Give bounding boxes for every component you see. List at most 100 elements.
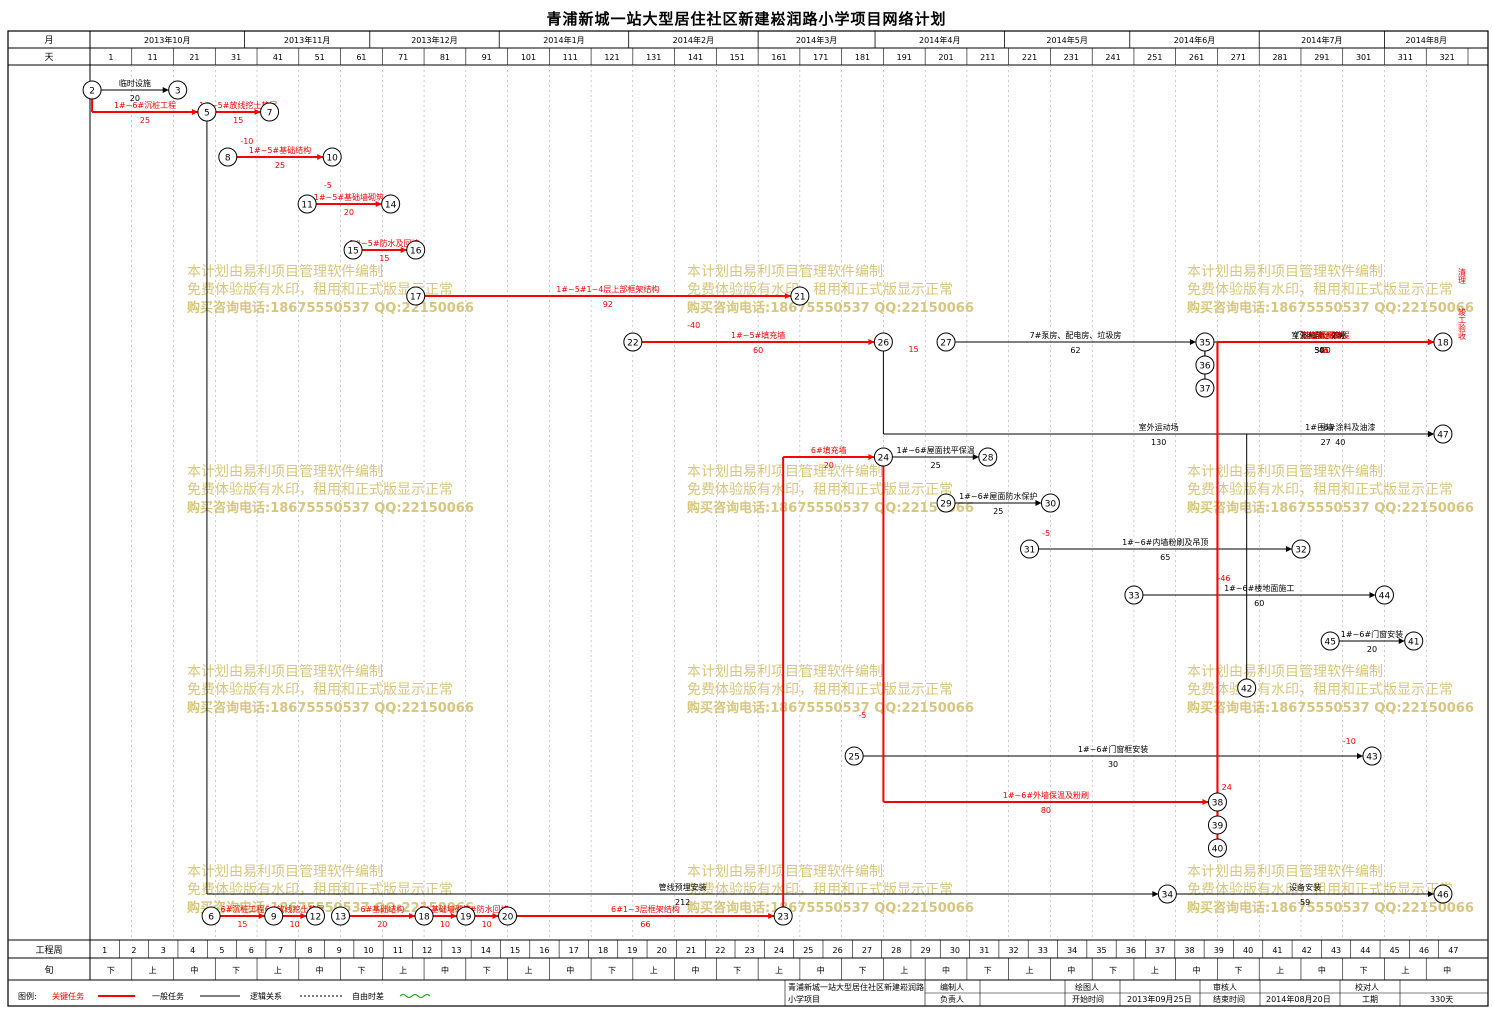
week-number: 5 bbox=[219, 946, 224, 955]
arrow-head bbox=[768, 913, 775, 919]
node-circle bbox=[1207, 815, 1227, 835]
node-circle bbox=[1207, 838, 1227, 858]
node-number: 18 bbox=[1437, 339, 1449, 349]
task-name: 1#~5#1~4层上部框架结构 bbox=[556, 284, 659, 294]
xun-cell: 中 bbox=[1443, 965, 1451, 975]
month-header: 2014年7月 bbox=[1301, 35, 1342, 45]
watermark-line1: 本计划由易利项目管理软件编制 bbox=[187, 664, 383, 680]
node-number: 47 bbox=[1437, 431, 1448, 441]
node-number: 10 bbox=[326, 154, 338, 164]
week-number: 6 bbox=[249, 946, 254, 955]
watermark-line3: 购买咨询电话:18675550537 QQ:22150066 bbox=[1187, 900, 1474, 916]
node-number: 36 bbox=[1199, 362, 1211, 372]
arrow-head bbox=[258, 913, 265, 919]
end-label: 清理 bbox=[1458, 267, 1467, 284]
day-header: 321 bbox=[1439, 53, 1454, 62]
node-number: 14 bbox=[385, 201, 397, 211]
day-header: 261 bbox=[1189, 53, 1204, 62]
xun-cell: 上 bbox=[1276, 966, 1284, 975]
float-label: -5 bbox=[1042, 529, 1050, 538]
node-circle bbox=[978, 447, 998, 467]
month-label: 月 bbox=[44, 35, 53, 46]
week-number: 43 bbox=[1331, 946, 1341, 955]
watermark-line1: 本计划由易利项目管理软件编制 bbox=[1187, 264, 1383, 280]
day-header: 251 bbox=[1147, 53, 1162, 62]
node-circle bbox=[1195, 355, 1215, 375]
task-name: 6#填充墙 bbox=[811, 445, 847, 455]
task-name: 1#~5#放线挖土垫层 bbox=[199, 100, 277, 110]
task-name: 其它附属工程 bbox=[1302, 330, 1350, 340]
watermark-line1: 本计划由易利项目管理软件编制 bbox=[687, 264, 883, 280]
watermark-line3: 购买咨询电话:18675550537 QQ:22150066 bbox=[687, 500, 974, 516]
week-number: 13 bbox=[451, 946, 461, 955]
task-duration: 92 bbox=[603, 300, 613, 309]
xun-cell: 中 bbox=[566, 965, 574, 975]
node-circle bbox=[201, 906, 221, 926]
task-duration: 130 bbox=[1151, 438, 1166, 447]
node-circle bbox=[381, 194, 401, 214]
info-leader: 负责人 bbox=[940, 994, 964, 1004]
watermark-line3: 购买咨询电话:18675550537 QQ:22150066 bbox=[1187, 500, 1474, 516]
day-header: 111 bbox=[563, 53, 578, 62]
task-name: 6#基础结构 bbox=[360, 904, 404, 914]
node-circle bbox=[305, 906, 325, 926]
task-duration: 60 bbox=[753, 346, 763, 355]
node-number: 17 bbox=[410, 293, 421, 303]
week-number: 28 bbox=[891, 946, 901, 955]
month-header: 2013年10月 bbox=[144, 35, 191, 45]
xun-cell: 上 bbox=[274, 966, 282, 975]
xun-cell: 上 bbox=[650, 966, 658, 975]
day-header: 51 bbox=[315, 53, 325, 62]
node-number: 16 bbox=[410, 247, 422, 257]
task-duration: 30 bbox=[1108, 760, 1118, 769]
task-duration: 80 bbox=[1041, 806, 1051, 815]
month-header: 2014年2月 bbox=[673, 35, 714, 45]
task-name: 1#~5#填充墙 bbox=[731, 330, 785, 340]
xun-cell: 中 bbox=[1067, 965, 1075, 975]
node-number: 9 bbox=[271, 913, 277, 923]
task-name: 围墙 bbox=[1318, 422, 1334, 432]
info-reviewer: 审核人 bbox=[1213, 982, 1237, 992]
arrow-head bbox=[492, 913, 499, 919]
watermark-line2: 免费体验版有水印，租用和正式版显示正常 bbox=[187, 882, 453, 898]
outer-frame bbox=[7, 30, 1489, 1007]
arrow-head bbox=[409, 913, 416, 919]
xun-cell: 下 bbox=[1109, 966, 1117, 975]
xun-cell: 下 bbox=[984, 966, 992, 975]
week-number: 22 bbox=[715, 946, 725, 955]
week-number: 44 bbox=[1360, 946, 1370, 955]
node-number: 18 bbox=[418, 913, 430, 923]
xun-label: 旬 bbox=[44, 964, 53, 976]
week-number: 31 bbox=[979, 946, 989, 955]
xun-cell: 上 bbox=[900, 966, 908, 975]
task-name: 6#放线挖土垫层 bbox=[265, 904, 325, 914]
watermark-line1: 本计划由易利项目管理软件编制 bbox=[187, 264, 383, 280]
day-header: 141 bbox=[688, 53, 703, 62]
day-header: 41 bbox=[273, 53, 283, 62]
xun-cell: 上 bbox=[149, 966, 157, 975]
week-number: 29 bbox=[921, 946, 931, 955]
node-number: 38 bbox=[1212, 799, 1224, 809]
task-name: 1#~6#楼地面施工 bbox=[1224, 583, 1294, 593]
task-name: 设备安装 bbox=[1289, 882, 1321, 892]
task-name: 1#~6#门窗框安装 bbox=[1078, 744, 1148, 754]
watermark-line2: 免费体验版有水印，租用和正式版显示正常 bbox=[687, 682, 953, 698]
node-number: 12 bbox=[310, 913, 321, 923]
watermark-line2: 免费体验版有水印，租用和正式版显示正常 bbox=[687, 482, 953, 498]
week-number: 33 bbox=[1038, 946, 1048, 955]
node-number: 13 bbox=[335, 913, 346, 923]
week-number: 4 bbox=[190, 946, 195, 955]
node-number: 35 bbox=[1199, 339, 1210, 349]
node-number: 27 bbox=[940, 339, 951, 349]
task-duration: 20 bbox=[130, 94, 140, 103]
watermark-line1: 本计划由易利项目管理软件编制 bbox=[1187, 664, 1383, 680]
node-circle bbox=[260, 102, 280, 122]
xun-cell: 中 bbox=[817, 965, 825, 975]
node-number: 37 bbox=[1199, 385, 1210, 395]
node-circle bbox=[414, 906, 434, 926]
day-header: 221 bbox=[1022, 53, 1037, 62]
watermark-line2: 免费体验版有水印，租用和正式版显示正常 bbox=[187, 482, 453, 498]
month-header: 2014年4月 bbox=[919, 35, 960, 45]
node-number: 23 bbox=[777, 913, 788, 923]
week-label: 工程周 bbox=[35, 945, 62, 956]
